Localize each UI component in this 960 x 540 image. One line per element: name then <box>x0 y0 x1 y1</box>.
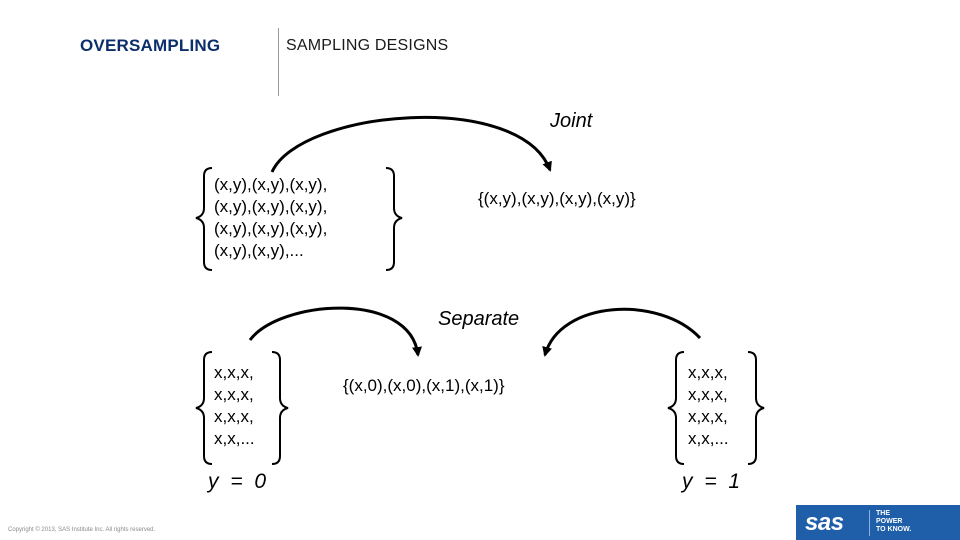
brace-left-y0 <box>195 351 213 465</box>
y0-label: y = 0 <box>208 470 270 493</box>
y1-label: y = 1 <box>682 470 744 493</box>
separate-arrow-left <box>248 306 422 357</box>
population-y1-set: x,x,x, x,x,x, x,x,x, x,x,... <box>688 363 729 448</box>
slide-subtitle: SAMPLING DESIGNS <box>286 37 449 54</box>
joint-label: Joint <box>550 110 593 132</box>
brace-left-y1 <box>667 351 685 465</box>
joint-population-set: (x,y),(x,y),(x,y), (x,y),(x,y),(x,y), (x… <box>214 175 328 260</box>
population-y0-set: x,x,x, x,x,x, x,x,x, x,x,... <box>214 363 255 448</box>
slide-title: OVERSAMPLING <box>80 36 221 55</box>
sas-logo-icon: sas <box>805 509 844 536</box>
logo-divider <box>869 510 870 536</box>
brace-right-y0 <box>271 351 289 465</box>
brace-left-joint <box>195 167 213 271</box>
separate-arrow-right <box>542 307 702 357</box>
separate-label: Separate <box>438 308 520 330</box>
joint-sample-set: {(x,y),(x,y),(x,y),(x,y)} <box>478 189 636 208</box>
brace-right-joint <box>385 167 403 271</box>
brace-right-y1 <box>747 351 765 465</box>
sas-logo-panel <box>796 505 960 540</box>
joint-arrow <box>270 115 552 173</box>
header-divider <box>278 28 279 96</box>
separate-sample-set: {(x,0),(x,0),(x,1),(x,1)} <box>343 376 505 395</box>
copyright-text: Copyright © 2013, SAS Institute Inc. All… <box>8 527 156 533</box>
sas-tagline: THE POWER TO KNOW. <box>876 510 912 533</box>
